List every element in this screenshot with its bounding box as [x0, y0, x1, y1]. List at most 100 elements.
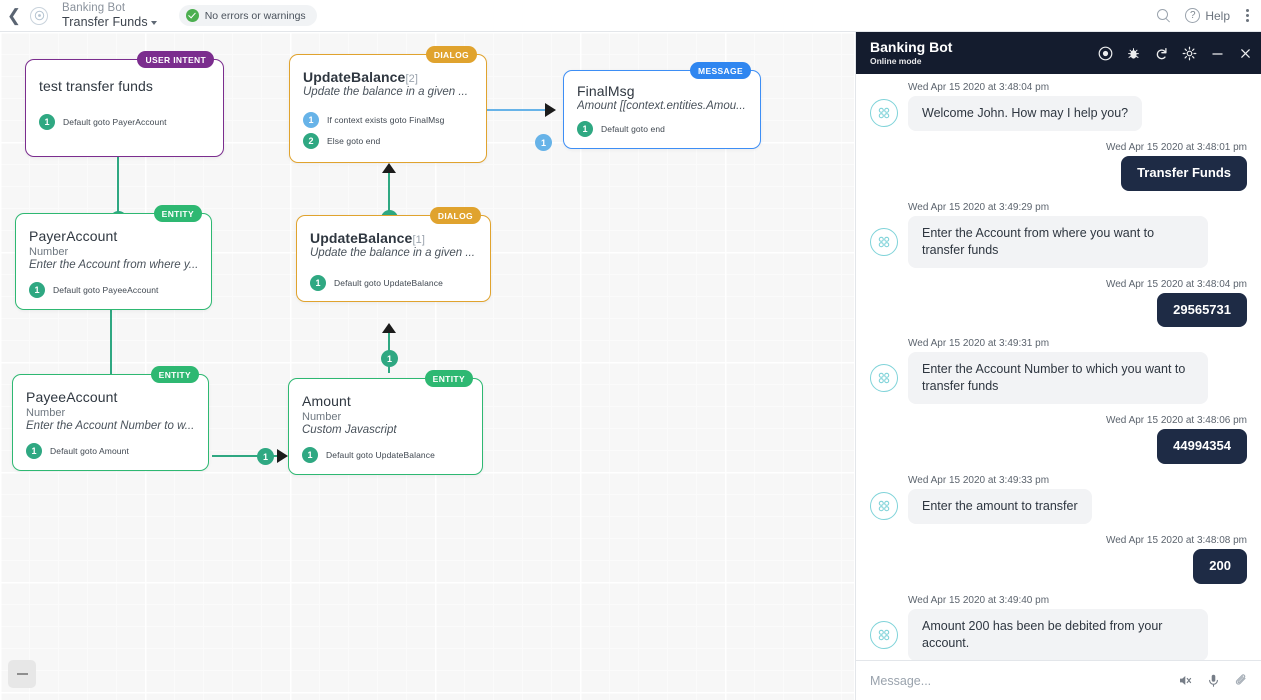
message-bubble: 200	[1193, 548, 1247, 584]
node-update-balance-1[interactable]: DIALOG UpdateBalance[1] Update the balan…	[296, 207, 491, 304]
message-user: Wed Apr 15 2020 at 3:48:08 pm 200	[870, 535, 1247, 584]
node-title-text: UpdateBalance	[303, 69, 406, 85]
connection-label: Default goto UpdateBalance	[326, 450, 435, 460]
chat-input-bar[interactable]: Message...	[856, 660, 1261, 700]
search-icon[interactable]	[1157, 8, 1171, 23]
minimize-icon[interactable]	[1210, 46, 1225, 61]
node-title: PayerAccount	[29, 228, 118, 244]
node-title: PayeeAccount	[26, 389, 118, 405]
node-description: Update the balance in a given ...	[310, 247, 475, 259]
node-description: Update the balance in a given ...	[303, 86, 468, 98]
message-timestamp: Wed Apr 15 2020 at 3:49:31 pm	[908, 338, 1050, 350]
message-timestamp: Wed Apr 15 2020 at 3:49:40 pm	[908, 594, 1050, 606]
message-timestamp: Wed Apr 15 2020 at 3:48:04 pm	[1105, 278, 1247, 290]
connection-row[interactable]: 1 Default goto PayeeAccount	[29, 282, 211, 298]
message-bubble: Transfer Funds	[1121, 155, 1247, 191]
node-badge: ENTITY	[424, 370, 473, 387]
bot-message-line: Enter the Account Number to which you wa…	[870, 352, 1247, 405]
message-user: Wed Apr 15 2020 at 3:48:06 pm 44994354	[870, 415, 1247, 465]
bug-icon[interactable]	[1126, 46, 1141, 61]
flow-name-label[interactable]: Transfer Funds	[62, 15, 157, 30]
connection-label: Default goto end	[601, 124, 665, 134]
node-index: [1]	[412, 234, 425, 246]
connection-row[interactable]: 1 Default goto Amount	[26, 443, 208, 459]
node-index: [2]	[405, 73, 418, 85]
chat-title: Banking Bot	[870, 38, 953, 55]
message-timestamp: Wed Apr 15 2020 at 3:48:04 pm	[908, 82, 1050, 93]
chat-message-list[interactable]: Wed Apr 15 2020 at 3:48:04 pm Welcome Jo…	[856, 74, 1261, 660]
message-user: Wed Apr 15 2020 at 3:48:04 pm 29565731	[870, 279, 1247, 328]
node-payer-account[interactable]: ENTITY PayerAccount Number Enter the Acc…	[15, 205, 212, 311]
connection-row[interactable]: 1 Default goto UpdateBalance	[310, 275, 490, 291]
bot-avatar-icon	[870, 364, 898, 393]
message-timestamp: Wed Apr 15 2020 at 3:49:33 pm	[908, 475, 1050, 487]
gear-icon[interactable]	[1182, 46, 1197, 61]
kebab-menu-icon[interactable]	[1244, 7, 1251, 24]
connection-number: 1	[577, 121, 593, 137]
node-test-transfer-funds[interactable]: USER INTENT test transfer funds 1 Defaul…	[25, 51, 224, 157]
message-input[interactable]: Message...	[870, 673, 932, 688]
node-badge: DIALOG	[429, 207, 481, 224]
message-bubble: 29565731	[1157, 292, 1247, 328]
connection-row[interactable]: 1 Default goto PayerAccount	[39, 114, 223, 130]
connection-row[interactable]: 2 Else goto end	[303, 133, 486, 149]
status-badge: No errors or warnings	[178, 5, 317, 26]
message-timestamp: Wed Apr 15 2020 at 3:48:08 pm	[1105, 534, 1247, 546]
bot-avatar-icon	[870, 227, 898, 256]
close-icon[interactable]	[1238, 46, 1253, 61]
question-circle-icon: ?	[1185, 8, 1201, 23]
node-badge: ENTITY	[150, 366, 199, 383]
bot-avatar-icon	[870, 620, 898, 649]
node-connections: 1 Default goto end	[564, 121, 760, 150]
node-body: PayeeAccount Number Enter the Account Nu…	[13, 375, 208, 432]
connection-row[interactable]: 1 Default goto UpdateBalance	[302, 447, 482, 463]
node-update-balance-2[interactable]: DIALOG UpdateBalance[2] Update the balan…	[289, 46, 487, 163]
connection-number: 1	[26, 443, 42, 459]
connection-row[interactable]: 1 Default goto end	[577, 121, 760, 137]
connection-label: Default goto Amount	[50, 446, 129, 456]
message-bot: Wed Apr 15 2020 at 3:49:40 pm Amount 200…	[870, 595, 1247, 660]
node-body: Amount Number Custom Javascript	[289, 379, 482, 436]
connection-number: 1	[29, 282, 45, 298]
node-final-msg[interactable]: MESSAGE FinalMsg Amount [[context.entiti…	[563, 62, 761, 150]
node-connections: 1 Default goto UpdateBalance	[297, 275, 490, 304]
connection-number: 1	[303, 112, 319, 128]
bot-avatar-icon	[30, 6, 48, 25]
node-connections: 1 Default goto PayeeAccount	[16, 282, 211, 311]
connection-label: If context exists goto FinalMsg	[327, 115, 445, 125]
node-connections: 1 Default goto PayerAccount	[26, 114, 223, 143]
status-text: No errors or warnings	[204, 9, 306, 22]
chat-header: Banking Bot Online mode	[856, 32, 1261, 74]
message-bot: Wed Apr 15 2020 at 3:49:31 pm Enter the …	[870, 338, 1247, 405]
zoom-out-button[interactable]	[8, 660, 36, 688]
node-title-text: UpdateBalance	[310, 230, 413, 246]
message-timestamp: Wed Apr 15 2020 at 3:49:29 pm	[908, 201, 1050, 213]
message-bot: Wed Apr 15 2020 at 3:48:04 pm Welcome Jo…	[870, 82, 1247, 131]
node-payee-account[interactable]: ENTITY PayeeAccount Number Enter the Acc…	[12, 366, 209, 471]
help-button[interactable]: ? Help	[1185, 8, 1230, 23]
node-description: Custom Javascript	[302, 424, 397, 436]
message-bubble: Enter the amount to transfer	[908, 489, 1092, 524]
back-icon[interactable]: ❮	[6, 5, 22, 25]
node-subtitle: Number	[302, 411, 342, 423]
node-badge: MESSAGE	[690, 62, 751, 79]
node-amount[interactable]: ENTITY Amount Number Custom Javascript 1…	[288, 370, 483, 475]
flow-canvas[interactable]: 1 1 1 1 1 1 USER INTENT test transfer fu…	[0, 32, 854, 700]
bot-name-label: Banking Bot	[62, 1, 126, 14]
chat-panel: Banking Bot Online mode	[855, 32, 1261, 700]
chat-subtitle: Online mode	[870, 56, 922, 67]
attachment-icon[interactable]	[1234, 673, 1249, 688]
record-icon[interactable]	[1098, 46, 1113, 61]
connection-row[interactable]: 1 If context exists goto FinalMsg	[303, 112, 486, 128]
node-title: UpdateBalance[2]	[303, 69, 473, 85]
microphone-icon[interactable]	[1206, 673, 1221, 688]
node-title: UpdateBalance[1]	[310, 230, 477, 246]
node-body: PayerAccount Number Enter the Account fr…	[16, 214, 211, 271]
chevron-down-icon[interactable]	[150, 20, 157, 25]
mute-icon[interactable]	[1178, 673, 1193, 688]
message-timestamp: Wed Apr 15 2020 at 3:48:06 pm	[1105, 415, 1247, 427]
message-bubble: Enter the Account from where you want to…	[908, 215, 1208, 268]
edge-badge-amount-to-updatebalance1: 1	[381, 350, 398, 367]
refresh-icon[interactable]	[1154, 46, 1169, 61]
message-bubble: Welcome John. How may I help you?	[908, 96, 1143, 131]
